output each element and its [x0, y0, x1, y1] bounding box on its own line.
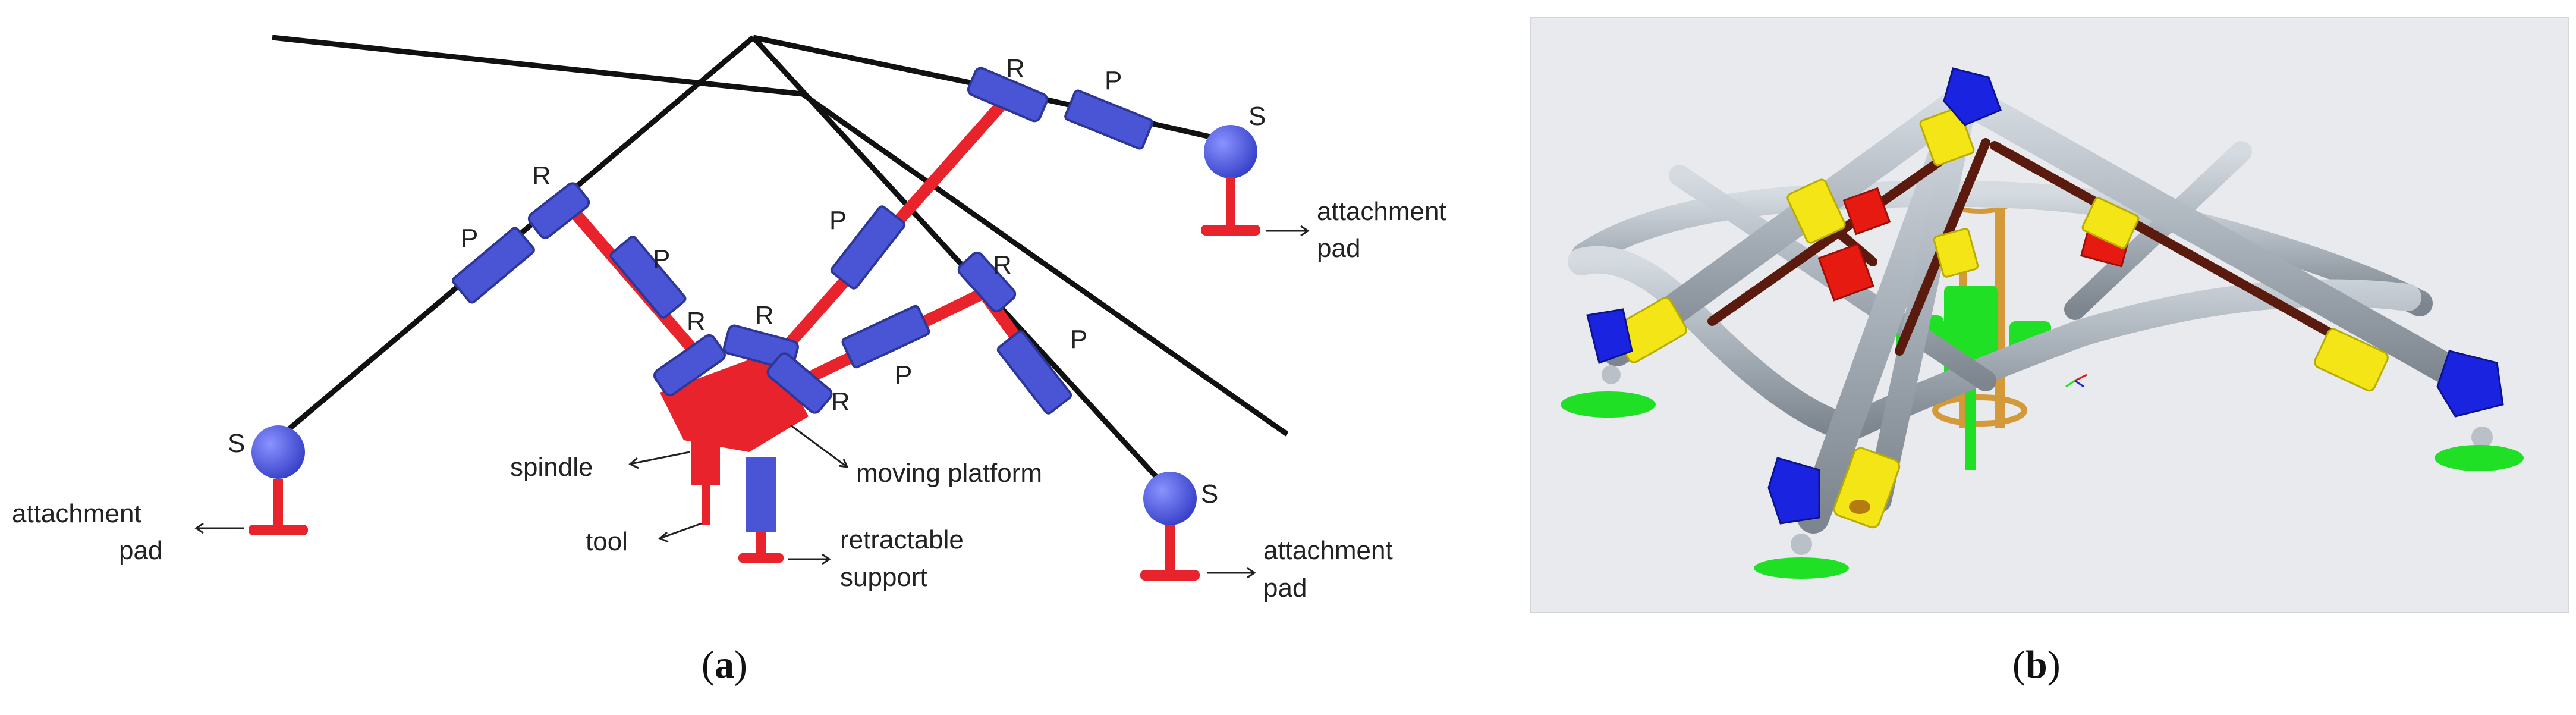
caption-b: (b) [2012, 643, 2061, 686]
spherical-joints [249, 125, 1260, 581]
frame-link-top-right [753, 35, 1002, 92]
joints [452, 67, 1153, 415]
green-feet [1561, 365, 2524, 579]
panel-b-render [1530, 17, 2569, 613]
label-p-top-rod: P [829, 206, 847, 235]
sphere-right-bottom [1143, 472, 1197, 525]
pad-stem-right-top [1226, 177, 1235, 226]
panel-a-schematic: R P S R P P P R P R R R P S S spindle to… [12, 35, 1446, 603]
label-moving-platform: moving platform [856, 459, 1042, 488]
yellow-hole [1849, 500, 1870, 514]
label-p-right-leg: P [1070, 325, 1087, 354]
label-s-right-bottom: S [1201, 479, 1218, 509]
label-r-center: R [993, 250, 1012, 280]
label-p-left: P [461, 224, 478, 253]
blue-blocks [1586, 67, 2504, 525]
joint-r-center-right [957, 251, 1017, 313]
label-s-left: S [228, 429, 245, 458]
pad-left [249, 525, 308, 535]
joint-p-top-rod [830, 205, 906, 290]
label-spindle: spindle [510, 453, 593, 482]
label-r-top: R [1006, 54, 1025, 83]
tube-right-diag [2064, 141, 2252, 320]
label-tool: tool [586, 527, 628, 556]
label-p-right-rod: P [895, 360, 912, 390]
label-p-left-rod: P [653, 244, 670, 274]
component-labels: spindle tool moving platform retractable… [12, 197, 1446, 603]
spindle [691, 408, 720, 485]
retractable-support-stem [756, 531, 766, 554]
retractable-support-body [746, 457, 776, 532]
label-r-platform-1: R [687, 307, 706, 336]
label-r-left: R [532, 161, 551, 190]
caption-a: (a) [702, 643, 747, 686]
rods [566, 97, 1058, 392]
label-attachment-right-bottom: attachment [1263, 536, 1393, 565]
pad-stem-left [273, 479, 283, 526]
sphere-right-top [1204, 125, 1257, 178]
label-attachment-top-right: attachment [1317, 197, 1446, 226]
joint-p-right-rod [841, 305, 930, 369]
tool [702, 483, 710, 525]
sphere-left [251, 425, 305, 479]
label-attachment-left: attachment [12, 499, 141, 528]
joint-r-top-1 [967, 67, 1049, 123]
joint-r-left-upper [527, 182, 590, 239]
label-pad-left: pad [119, 536, 162, 565]
label-retractable: retractable [840, 525, 964, 554]
joint-labels: R P S R P P P R P R R R P S S [228, 54, 1266, 509]
pad-right-top [1201, 225, 1260, 236]
retractable-support-foot [738, 553, 784, 563]
tube-arc-back [1571, 180, 2433, 316]
joint-p-top-2 [1064, 89, 1153, 150]
joint-r-platform-1 [653, 334, 726, 397]
pad-right-bottom [1140, 570, 1200, 581]
pad-stem-right-bottom [1165, 525, 1175, 572]
joint-p-right-leg [996, 330, 1072, 415]
label-s-top-right: S [1248, 102, 1266, 131]
label-pad-top-right: pad [1317, 234, 1360, 263]
grey-tubes [1568, 39, 2483, 534]
label-p-top: P [1105, 66, 1122, 95]
axis-triad [2065, 374, 2087, 388]
label-pad-right-bottom: pad [1263, 573, 1307, 603]
label-r-platform-2: R [755, 301, 774, 330]
joint-p-left [452, 227, 535, 304]
tube-right-arm [1949, 83, 2483, 396]
joint-r-platform-3 [766, 352, 833, 414]
label-support: support [840, 563, 927, 592]
label-r-platform-3: R [831, 387, 850, 416]
joint-p-left-rod [609, 236, 687, 319]
pointer-arrows [194, 225, 1310, 579]
